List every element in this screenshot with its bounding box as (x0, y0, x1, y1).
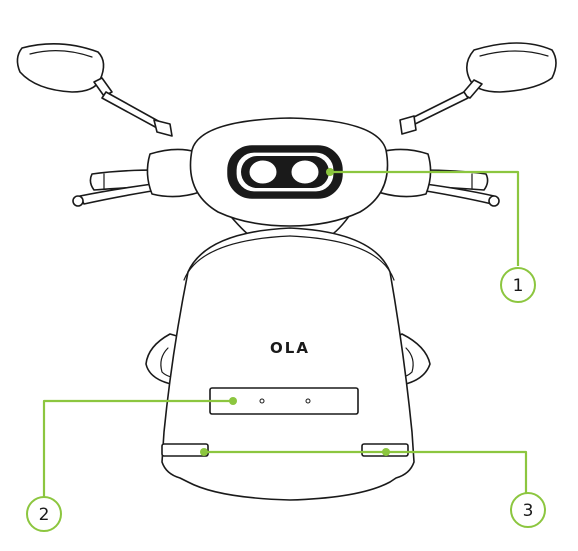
callout-3: 3 (510, 492, 546, 528)
leader-dot-1 (326, 168, 334, 176)
callout-number-3: 3 (523, 501, 534, 521)
left-mirror (16, 43, 173, 137)
callout-number-1: 1 (513, 276, 524, 296)
callout-leaders (42, 170, 528, 498)
rear-body (161, 227, 415, 501)
callout-circle-1 (500, 267, 536, 303)
leader-dot-2 (229, 397, 237, 405)
callout-1: 1 (500, 267, 536, 303)
right-mirror (399, 42, 557, 135)
leader-line-1 (330, 170, 520, 266)
leader-dot-3a (200, 448, 208, 456)
leader-dot-3b (382, 448, 390, 456)
rear-sensor-panel (209, 387, 359, 415)
leader-line-2 (42, 399, 233, 498)
callout-2: 2 (26, 496, 62, 532)
callout-circle-2 (26, 496, 62, 532)
right-handlebar (407, 169, 500, 207)
callout-circle-3 (510, 492, 546, 528)
headlamp (227, 145, 343, 199)
left-switch-pod (146, 148, 201, 198)
callout-number-2: 2 (39, 505, 50, 525)
leader-line-3 (204, 450, 528, 494)
brand-logo: OLA (270, 339, 310, 357)
